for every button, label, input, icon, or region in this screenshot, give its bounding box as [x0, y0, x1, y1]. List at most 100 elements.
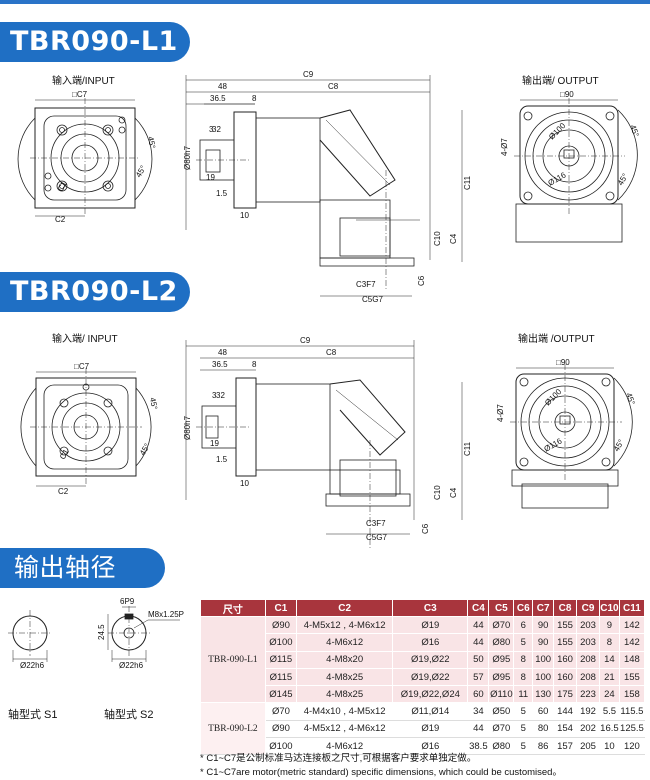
- dim-c11-l1: C11: [463, 175, 472, 190]
- header-cell: C6: [513, 599, 534, 617]
- table-cell: 155: [618, 667, 646, 687]
- dim-10-l2: 10: [240, 479, 249, 488]
- table-cell: 155: [553, 615, 578, 635]
- header-cell: 尺寸: [200, 599, 266, 617]
- table-cell: 208: [576, 667, 600, 687]
- dim-c6-l2: C6: [421, 523, 430, 534]
- table-cell: Ø16: [392, 737, 469, 756]
- input-label-l1: 输入端/INPUT: [52, 76, 115, 87]
- dim-45b-l2: 45°: [138, 442, 152, 457]
- table-cell: 160: [553, 667, 578, 687]
- table-cell: 142: [618, 615, 646, 635]
- dim-8-l2: 8: [252, 360, 257, 369]
- table-cell: 192: [576, 702, 600, 721]
- dim-3-l1: 3: [209, 125, 214, 134]
- table-cell: 21: [599, 667, 620, 687]
- note-english: * C1~C7are motor(metric standard) specif…: [200, 767, 562, 778]
- header-cell: C1: [264, 599, 298, 617]
- table-cell: 14: [599, 650, 620, 669]
- dim-19-l1: 19: [206, 173, 215, 182]
- header-cell: C7: [532, 599, 555, 617]
- table-cell: Ø19,Ø22,Ø24: [392, 685, 469, 704]
- table-cell: 5: [513, 719, 534, 739]
- table-cell: 6: [513, 615, 534, 635]
- dim-c3-l2: C3F7: [366, 519, 386, 528]
- header-cell: C5: [488, 599, 515, 617]
- table-cell: 44: [467, 615, 490, 635]
- header-cell: C11: [618, 599, 646, 617]
- table-cell: 203: [576, 615, 600, 635]
- l2-side-view: C9 C8 48 36.5 8 3 32 Ø80h7 19 1.5 10 C11…: [183, 336, 472, 548]
- table-cell: 155: [553, 633, 578, 652]
- dim-c2-l1: C2: [55, 215, 66, 224]
- dim-s2-6p9: 6P9: [120, 597, 135, 606]
- table-cell: 100: [532, 650, 555, 669]
- dim-c9-l2: C9: [300, 336, 311, 345]
- table-cell: 11: [513, 685, 534, 704]
- table-cell: 160: [553, 650, 578, 669]
- dim-s2-24-5: 24.5: [97, 624, 106, 640]
- table-cell: 157: [553, 737, 578, 756]
- table-cell: 4-M8x20: [296, 650, 394, 669]
- shaft-s2-label: 轴型式 S2: [104, 709, 154, 721]
- table-cell: 60: [532, 702, 555, 721]
- table-cell: 8: [513, 667, 534, 687]
- dim-c2-l2: C2: [58, 487, 69, 496]
- table-cell: 148: [618, 650, 646, 669]
- output-label-l1: 输出端/ OUTPUT: [522, 76, 599, 87]
- dim-1-5-l1: 1.5: [216, 189, 228, 198]
- table-cell: Ø145: [264, 685, 298, 704]
- table-cell: 223: [576, 685, 600, 704]
- dim-c10-l2: C10: [433, 485, 442, 500]
- top-accent-bar: [0, 0, 650, 4]
- table-cell: Ø95: [488, 650, 515, 669]
- table-cell: 4-M6x12: [296, 633, 394, 652]
- table-cell: 142: [618, 633, 646, 652]
- dim-48-l1: 48: [218, 82, 227, 91]
- dim-c5-l2: C5G7: [366, 533, 387, 542]
- header-cell: C8: [553, 599, 578, 617]
- note-chinese: * C1~C7是公制标准马达连接板之尺寸,可根据客户要求单独定做。: [200, 753, 477, 764]
- table-cell: 5: [513, 702, 534, 721]
- table-cell: 154: [553, 719, 578, 739]
- table-cell: 203: [576, 633, 600, 652]
- table-cell: Ø110: [488, 685, 515, 704]
- header-cell: C10: [599, 599, 620, 617]
- dim-45a-l2: 45°: [148, 397, 159, 410]
- table-cell: Ø115: [264, 650, 298, 669]
- dim-8-l1: 8: [252, 94, 257, 103]
- dim-c4-l1: C4: [449, 233, 458, 244]
- table-cell: 100: [532, 667, 555, 687]
- dim-45a-out-l1: 45°: [628, 124, 641, 138]
- table-cell: Ø70: [488, 719, 515, 739]
- dim-phi100-l1: Ø100: [547, 121, 568, 142]
- l2-input-view: □C7 C2 C1 45° 45°: [20, 362, 159, 496]
- dim-3-l2: 3: [212, 391, 217, 400]
- l2-output-view: □90 Ø100 Ø116 4-Ø7 45° 45°: [496, 358, 637, 509]
- table-cell: Ø11,Ø14: [392, 702, 469, 721]
- table-cell: 34: [467, 702, 490, 721]
- table-cell: Ø19,Ø22: [392, 650, 469, 669]
- shaft-s1-drawing: Ø22h6: [8, 610, 52, 670]
- l1-input-view: □C7 C2 C1 45° 45°: [17, 90, 157, 224]
- table-cell: 125.5: [618, 719, 646, 739]
- table-cell: Ø16: [392, 633, 469, 652]
- table-cell: 4-M5x12 , 4-M6x12: [296, 719, 394, 739]
- shaft-s1-label: 轴型式 S1: [8, 709, 58, 721]
- table-cell: Ø100: [264, 633, 298, 652]
- dim-c9-l1: C9: [303, 70, 314, 79]
- table-cell: Ø95: [488, 667, 515, 687]
- table-cell: 90: [532, 633, 555, 652]
- dim-45a-l1: 45°: [146, 136, 157, 149]
- dim-36-l2: 36.5: [212, 360, 228, 369]
- table-cell: Ø50: [488, 702, 515, 721]
- dim-c11-l2: C11: [463, 441, 472, 456]
- dim-48-l2: 48: [218, 348, 227, 357]
- dim-c4-l2: C4: [449, 487, 458, 498]
- table-cell: Ø19: [392, 719, 469, 739]
- section-title-shaft: 输出轴径: [0, 548, 165, 588]
